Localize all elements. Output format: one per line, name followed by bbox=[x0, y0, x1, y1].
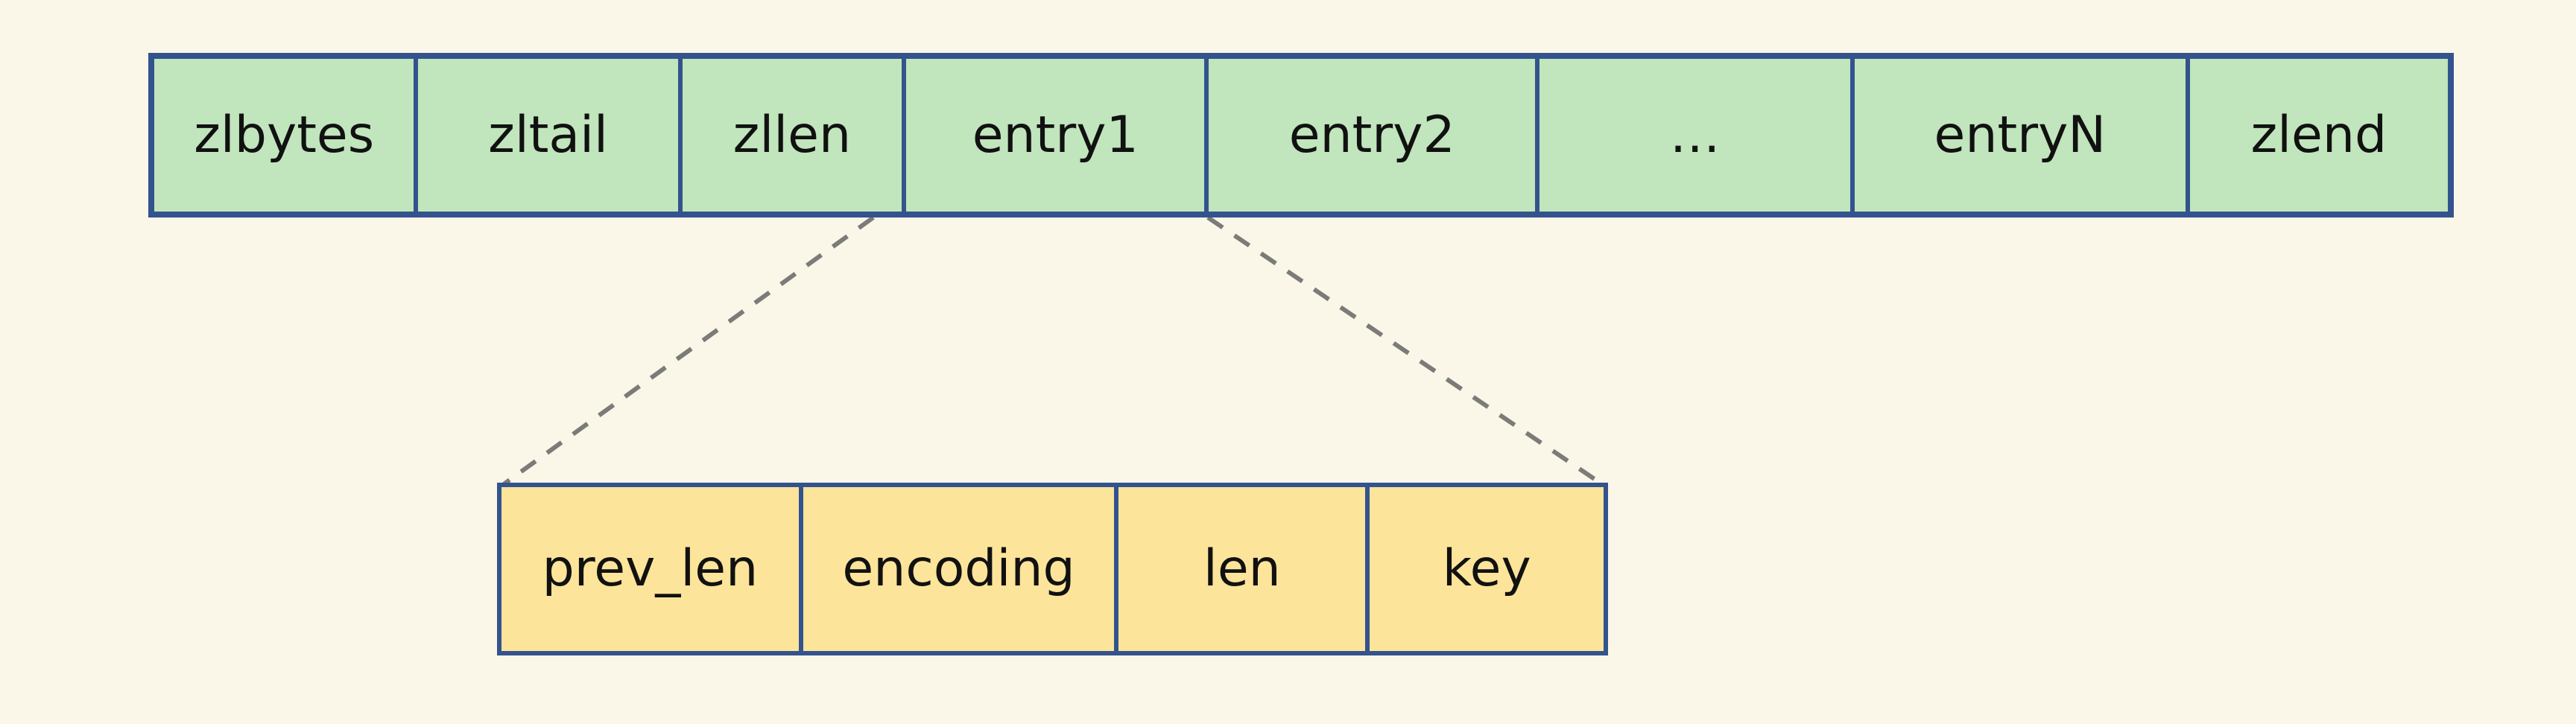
cell-zlbytes: zlbytes bbox=[154, 59, 414, 212]
cell-label: zlend bbox=[2250, 105, 2387, 165]
cell-label: len bbox=[1203, 539, 1281, 598]
cell-label: entry2 bbox=[1288, 105, 1455, 165]
cell-zllen: zllen bbox=[677, 59, 902, 212]
cell-label: prev_len bbox=[542, 539, 759, 598]
cell-label: zllen bbox=[732, 105, 852, 165]
cell-encoding: encoding bbox=[798, 487, 1115, 651]
cell-label: zltail bbox=[488, 105, 608, 165]
cell-label: … bbox=[1669, 105, 1721, 165]
cell-label: zlbytes bbox=[194, 105, 375, 165]
cell-entryN: entryN bbox=[1850, 59, 2186, 212]
cell-label: entryN bbox=[1934, 105, 2107, 165]
entry-detail-bar: prev_len encoding len key bbox=[497, 483, 1608, 655]
cell-entry1: entry1 bbox=[902, 59, 1205, 212]
ziplist-bar: zlbytes zltail zllen entry1 entry2 … ent… bbox=[148, 53, 2454, 217]
cell-ellipsis: … bbox=[1535, 59, 1851, 212]
cell-label: entry1 bbox=[972, 105, 1139, 165]
cell-key: key bbox=[1365, 487, 1604, 651]
cell-label: encoding bbox=[842, 539, 1075, 598]
cell-zlend: zlend bbox=[2185, 59, 2448, 212]
callout-line-left bbox=[502, 215, 875, 486]
cell-label: key bbox=[1442, 539, 1531, 598]
cell-zltail: zltail bbox=[414, 59, 678, 212]
cell-prev-len: prev_len bbox=[501, 487, 799, 651]
callout-line-right bbox=[1206, 215, 1604, 486]
cell-len: len bbox=[1114, 487, 1366, 651]
cell-entry2: entry2 bbox=[1204, 59, 1536, 212]
